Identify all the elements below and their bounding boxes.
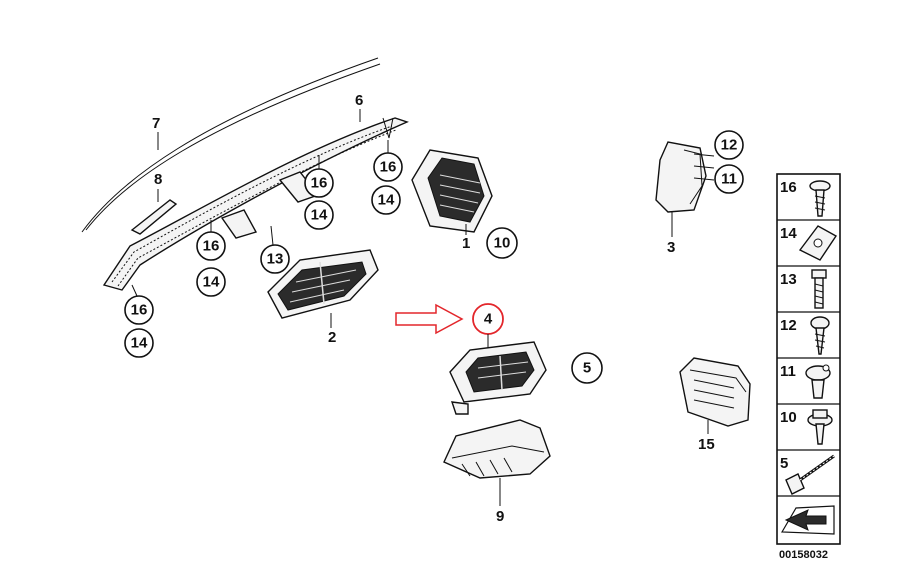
trim-strip-part [81, 57, 381, 233]
legend-num-11: 11 [780, 363, 796, 380]
callout-number: 16 [131, 302, 148, 319]
screw-icon [809, 180, 831, 217]
dashboard-duct-part [102, 117, 409, 291]
callout-number: 5 [583, 360, 591, 377]
callout-number: 16 [203, 238, 220, 255]
legend-num-5: 5 [780, 455, 788, 472]
legend-num-13: 13 [780, 271, 797, 288]
callout-number: 10 [494, 235, 511, 252]
highlight-arrow [395, 303, 464, 335]
callout-number: 11 [721, 171, 737, 188]
vent-box-part [679, 357, 751, 427]
label-9: 9 [496, 508, 504, 525]
callout-13: 13 [260, 244, 290, 274]
callout-number: 14 [131, 335, 148, 352]
expansion-rivet-icon [805, 364, 831, 399]
legend-num-16: 16 [780, 179, 797, 196]
callout-16-c: 16 [196, 231, 226, 261]
arrow-symbol-icon [780, 505, 835, 535]
label-7: 7 [152, 115, 160, 132]
legend-num-12: 12 [780, 317, 797, 334]
label-15: 15 [698, 436, 715, 453]
legend-num-14: 14 [780, 225, 797, 242]
flange-screw-icon [807, 409, 833, 445]
small-trim-part [130, 199, 178, 235]
label-1: 1 [462, 235, 470, 252]
callout-12: 12 [714, 130, 744, 160]
callout-5: 5 [571, 352, 603, 384]
callout-number: 4 [484, 311, 493, 328]
callout-number: 14 [311, 207, 328, 224]
bracket-part [655, 141, 715, 213]
callout-number: 16 [311, 175, 328, 192]
rear-vent-part [449, 341, 547, 415]
label-3: 3 [667, 239, 675, 256]
legend-num-10: 10 [780, 409, 797, 426]
callout-14-d: 14 [124, 328, 154, 358]
callout-11: 11 [714, 164, 744, 194]
diagram-code: 00158032 [779, 549, 828, 561]
callout-4-highlighted: 4 [472, 303, 504, 335]
callout-14-c: 14 [196, 267, 226, 297]
callout-number: 14 [378, 192, 395, 209]
callout-10: 10 [486, 227, 518, 259]
label-6: 6 [355, 92, 363, 109]
lower-duct-part [443, 419, 551, 479]
center-vent-part [267, 249, 379, 319]
callout-number: 12 [721, 137, 738, 154]
callout-number: 13 [267, 251, 284, 268]
callout-16-a: 16 [373, 152, 403, 182]
callout-14-b: 14 [304, 200, 334, 230]
cable-tie-icon [785, 454, 835, 495]
callout-14-a: 14 [371, 185, 401, 215]
callout-16-d: 16 [124, 295, 154, 325]
callout-number: 14 [203, 274, 220, 291]
label-2: 2 [328, 329, 336, 346]
clip-nut-icon [798, 225, 838, 261]
side-vent-part [411, 149, 493, 233]
label-8: 8 [154, 171, 162, 188]
callout-16-b: 16 [304, 168, 334, 198]
self-tapping-screw-icon [810, 316, 830, 355]
bolt-icon [811, 269, 827, 309]
callout-number: 16 [380, 159, 397, 176]
